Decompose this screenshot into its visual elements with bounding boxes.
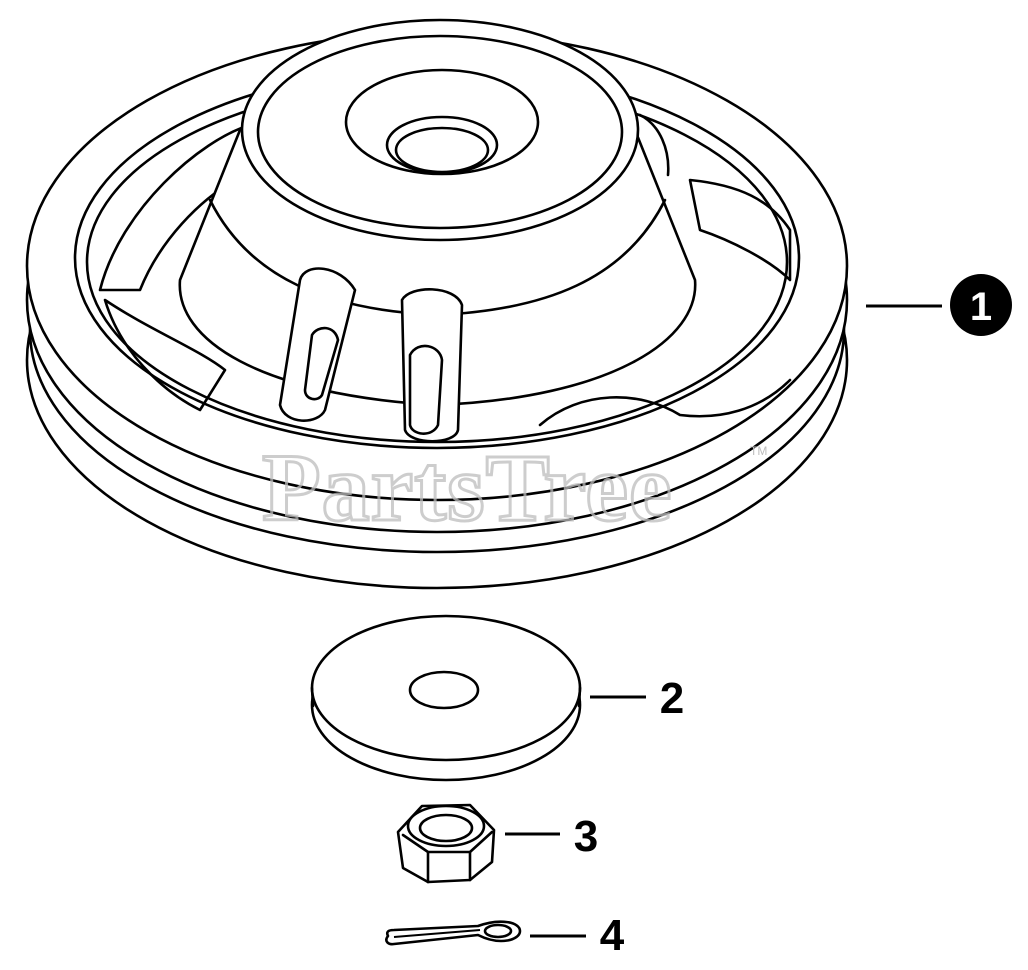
pulley-bore-hole	[385, 115, 499, 175]
pulley-key-slot-left	[278, 267, 357, 422]
cotter-pin-part[interactable]	[385, 920, 522, 946]
callout-1-number: 1	[970, 285, 992, 329]
cotter-pin-split	[393, 929, 481, 938]
pulley-part[interactable]	[25, 18, 849, 590]
cotter-pin-eye	[483, 923, 513, 939]
nut-chamfer	[401, 830, 494, 854]
callout-3[interactable]: 3	[505, 812, 598, 861]
pulley-key-slot-right	[400, 288, 464, 443]
nut-thread-inner	[418, 813, 474, 843]
pulley-bore-hole-inner	[394, 126, 490, 174]
pulley-spoke-pocket-lower-left	[103, 298, 227, 412]
callout-1-badge	[950, 274, 1012, 336]
washer-hole	[408, 670, 480, 710]
pulley-key-slot-left-inner	[303, 326, 340, 401]
callout-2[interactable]: 2	[590, 674, 684, 723]
watermark-text: PartsTree	[262, 434, 673, 541]
watermark-trademark: TM	[750, 444, 767, 458]
pulley-spoke-pocket-right	[688, 178, 792, 282]
pulley-key-slot-right-inner	[408, 344, 444, 435]
callout-4-number: 4	[600, 911, 625, 960]
callout-2-number: 2	[660, 674, 684, 723]
pulley-spoke-pocket-top-right	[638, 113, 670, 177]
washer-edge-right	[577, 686, 582, 708]
nut-part[interactable]	[396, 803, 496, 884]
callout-1[interactable]: 1	[866, 274, 1012, 336]
washer-part[interactable]	[310, 614, 582, 782]
pulley-hub-top-inner	[256, 34, 624, 230]
washer-edge-left	[310, 686, 315, 708]
callout-4[interactable]: 4	[530, 911, 625, 960]
pulley-spoke-pocket-lower-right	[538, 378, 792, 427]
callout-3-number: 3	[574, 812, 598, 861]
